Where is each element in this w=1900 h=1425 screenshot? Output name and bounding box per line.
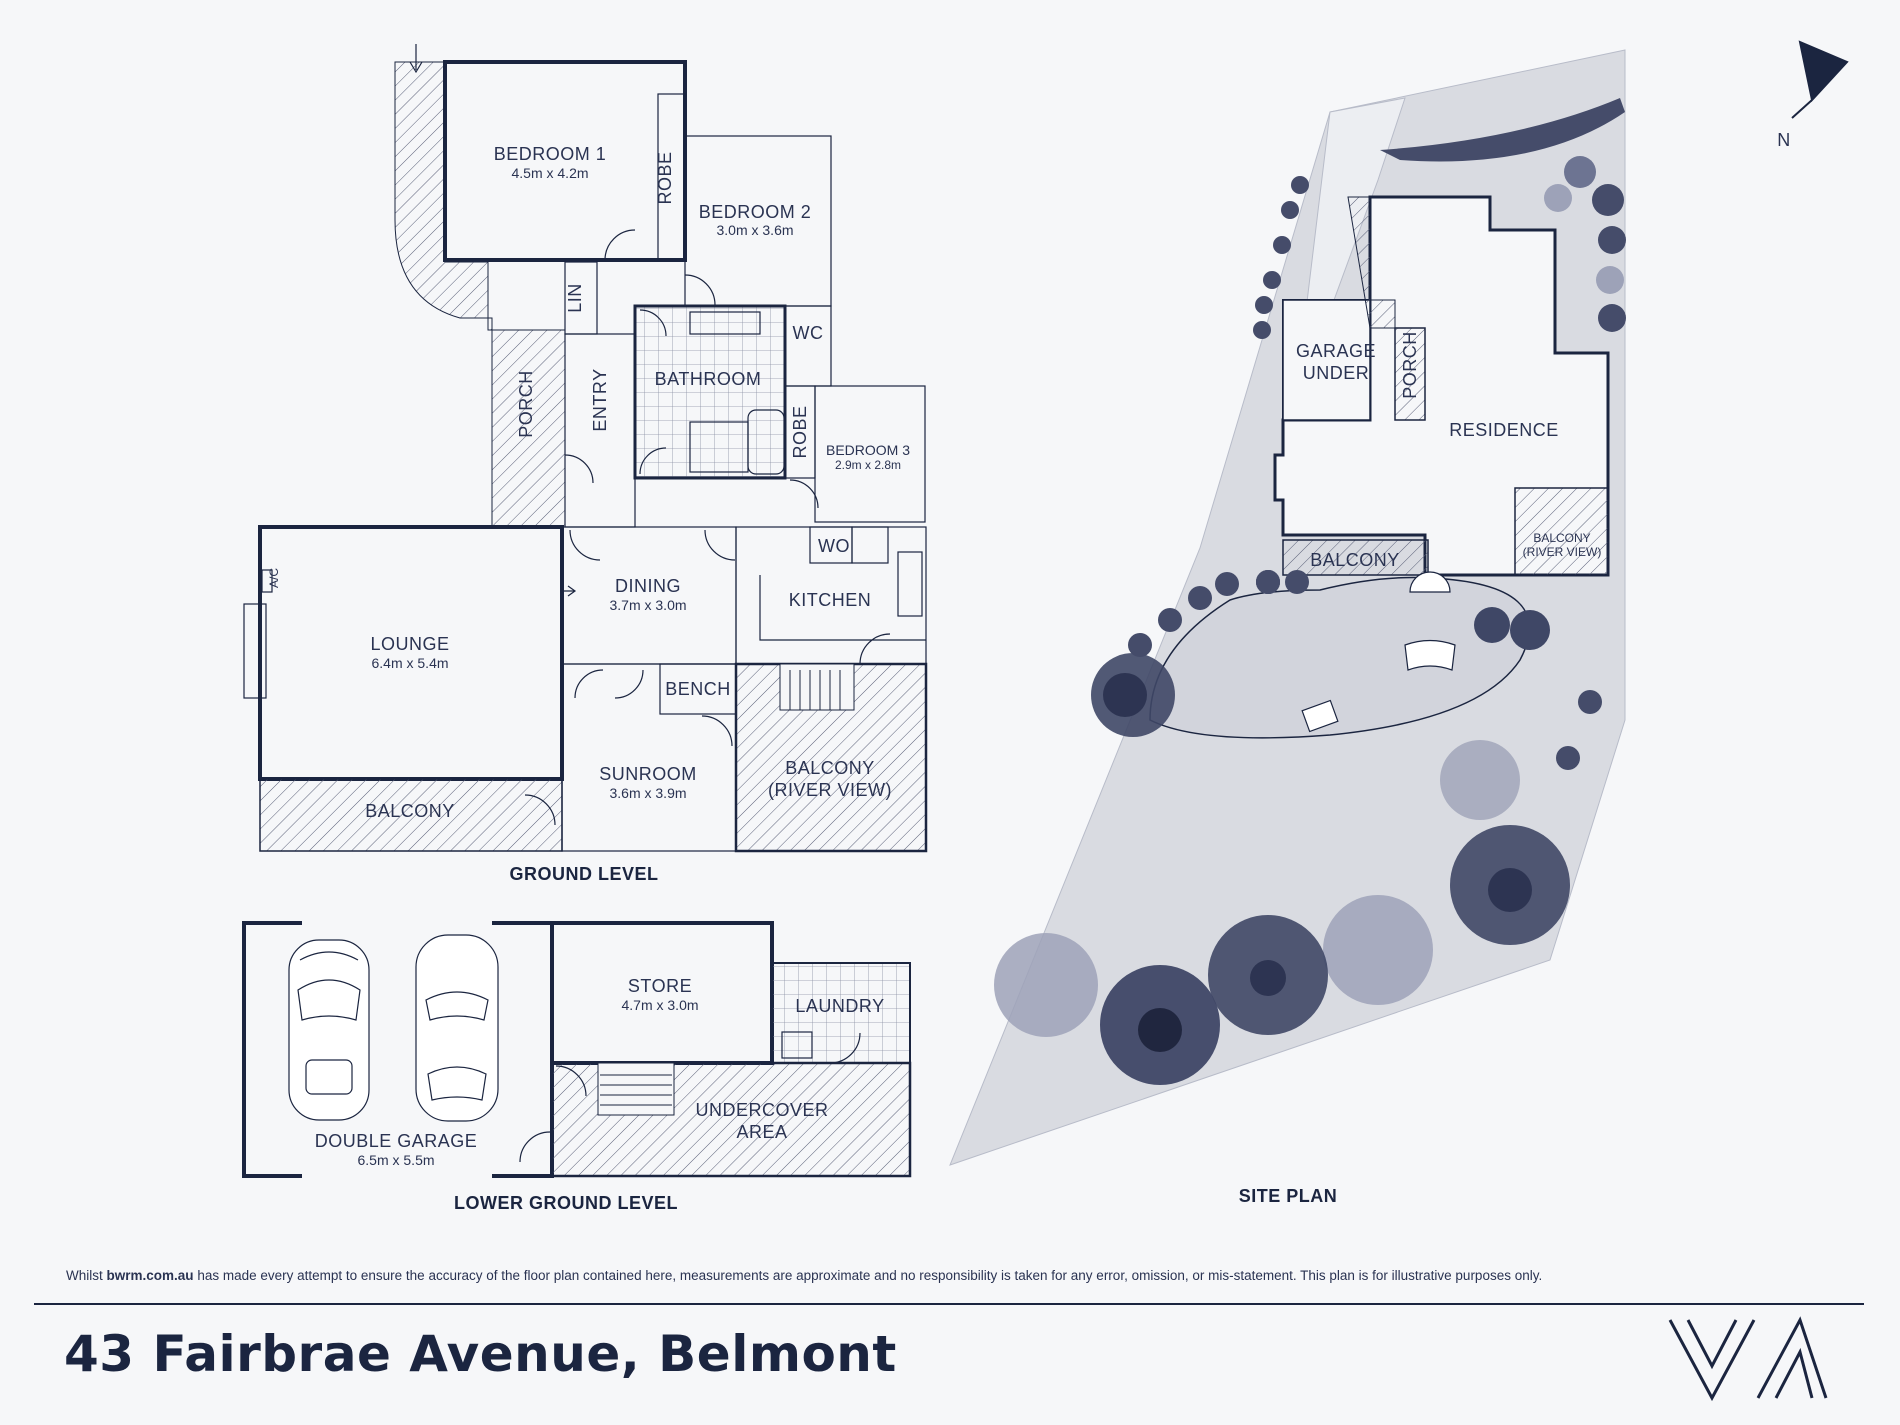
bedroom-2-size: 3.0m x 3.6m [716, 222, 793, 238]
site-balcony [1282, 539, 1429, 576]
wc-label: WC [793, 323, 824, 343]
car-1-icon [288, 939, 370, 1121]
disclaimer-text: has made every attempt to ensure the acc… [197, 1268, 1543, 1283]
bedroom-3-label: BEDROOM 3 [826, 442, 910, 458]
bathroom-label: BATHROOM [655, 369, 762, 389]
balcony-river-label-1: BALCONY [785, 758, 875, 778]
entry-label: ENTRY [590, 368, 610, 431]
north-label: N [1777, 130, 1791, 150]
disclaimer-prefix: Whilst [66, 1268, 103, 1283]
ground-labels: BEDROOM 1 4.5m x 4.2m ROBE BEDROOM 2 3.0… [267, 144, 910, 884]
porch-walkway [394, 61, 566, 528]
porch-label: PORCH [516, 370, 536, 438]
site-balcony-river [1514, 487, 1609, 576]
lower-labels: STORE 4.7m x 3.0m LAUNDRY UNDERCOVER ARE… [315, 976, 884, 1213]
garage-under-label-2: UNDER [1303, 363, 1370, 383]
lower-ground-plan [242, 921, 912, 1178]
robe-label: ROBE [655, 151, 675, 204]
ground-level-heading: GROUND LEVEL [509, 864, 658, 884]
site-labels: GARAGE UNDER PORCH RESIDENCE BALCONY BAL… [1239, 130, 1791, 1206]
car-2-icon [415, 934, 499, 1122]
bedroom-2-label: BEDROOM 2 [699, 202, 812, 222]
garage-under-label-1: GARAGE [1296, 341, 1376, 361]
sunroom-size: 3.6m x 3.9m [609, 785, 686, 801]
balcony-label: BALCONY [365, 801, 455, 821]
entry-arrow-icon [409, 44, 423, 74]
site-plan [949, 40, 1849, 1166]
store-label: STORE [628, 976, 692, 996]
undercover-label-2: AREA [736, 1122, 787, 1142]
north-arrow-icon [1791, 40, 1849, 119]
ground-level-plan [243, 44, 928, 853]
lounge-size: 6.4m x 5.4m [371, 655, 448, 671]
balcony-ground [259, 778, 563, 852]
dining-label: DINING [615, 576, 681, 596]
balcony-river-label-2: (RIVER VIEW) [768, 780, 892, 800]
garage-label: DOUBLE GARAGE [315, 1131, 478, 1151]
bathroom [633, 304, 787, 480]
ac-label: A/C [267, 568, 281, 588]
dining-size: 3.7m x 3.0m [609, 597, 686, 613]
logo [1668, 1316, 1828, 1402]
lounge-label: LOUNGE [370, 634, 449, 654]
site-balcony-label: BALCONY [1310, 550, 1400, 570]
residence-label: RESIDENCE [1449, 420, 1559, 440]
ac-unit [261, 569, 273, 593]
site-balcony-river-label-1: BALCONY [1533, 531, 1590, 545]
site-steps [1301, 571, 1456, 733]
bedroom-1-size: 4.5m x 4.2m [511, 165, 588, 181]
lin-label: LIN [565, 283, 585, 313]
wc [784, 305, 832, 387]
site-balcony-river-label-2: (RIVER VIEW) [1523, 545, 1602, 559]
fireplace [243, 603, 267, 699]
undercover-label-1: UNDERCOVER [695, 1100, 828, 1120]
site-porch-label: PORCH [1400, 331, 1420, 399]
bedroom-1-label: BEDROOM 1 [494, 144, 607, 164]
laundry [771, 962, 911, 1064]
kitchen-label: KITCHEN [789, 590, 872, 610]
wo-label: WO [818, 536, 850, 556]
disclaimer: Whilst bwrm.com.au has made every attemp… [66, 1268, 1542, 1283]
laundry-label: LAUNDRY [795, 996, 884, 1016]
robe-3-label: ROBE [790, 405, 810, 458]
sunroom-label: SUNROOM [599, 764, 697, 784]
site-trees [994, 156, 1626, 1085]
site-porch [1394, 327, 1426, 421]
footer-divider [34, 1303, 1864, 1305]
door-swings [524, 229, 891, 826]
store-size: 4.7m x 3.0m [621, 997, 698, 1013]
bedroom-3 [814, 385, 926, 523]
property-address: 43 Fairbrae Avenue, Belmont [64, 1325, 897, 1383]
garage-size: 6.5m x 5.5m [357, 1152, 434, 1168]
arrow-icon [560, 585, 577, 597]
site-plan-heading: SITE PLAN [1239, 1186, 1338, 1206]
disclaimer-site-link[interactable]: bwrm.com.au [106, 1268, 194, 1283]
bedroom-3-size: 2.9m x 2.8m [835, 458, 901, 472]
bench-label: BENCH [665, 679, 731, 699]
lower-ground-heading: LOWER GROUND LEVEL [454, 1193, 678, 1213]
